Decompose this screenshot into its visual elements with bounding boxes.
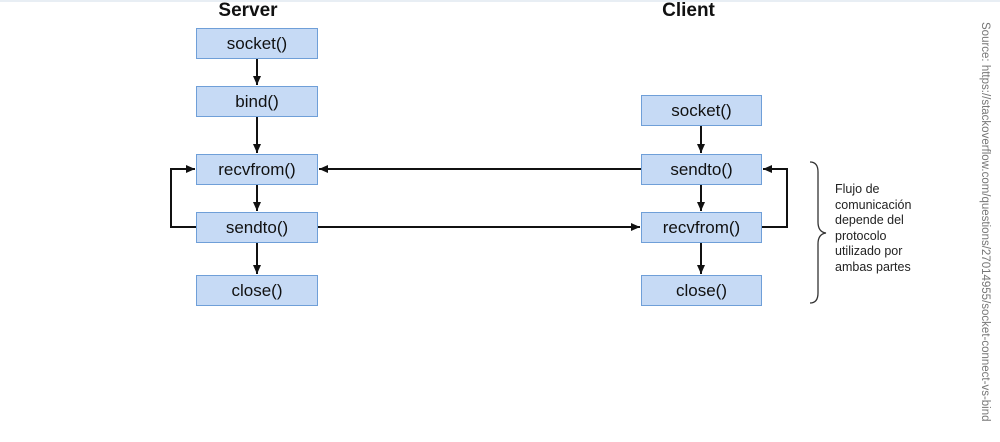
server-bind-box: bind()	[196, 86, 318, 117]
client-sendto-box: sendto()	[641, 154, 762, 185]
curly-brace	[809, 161, 827, 304]
client-recvfrom-box: recvfrom()	[641, 212, 762, 243]
note-line: comunicación	[835, 197, 912, 212]
source-citation: Source: https://stackoverflow.com/questi…	[979, 22, 991, 422]
protocol-note: Flujo de comunicación depende del protoc…	[835, 182, 945, 275]
server-sendto-box: sendto()	[196, 212, 318, 243]
note-line: Flujo de	[835, 182, 880, 196]
arrow-server-loop	[170, 165, 196, 228]
client-title: Client	[662, 0, 715, 21]
client-socket-box: socket()	[641, 95, 762, 126]
top-border-line	[0, 0, 1000, 2]
arrow-client-loop	[762, 165, 788, 228]
client-close-box: close()	[641, 275, 762, 306]
server-title: Server	[218, 0, 278, 21]
server-recvfrom-box: recvfrom()	[196, 154, 318, 185]
note-line: ambas partes	[835, 259, 911, 274]
server-socket-box: socket()	[196, 28, 318, 59]
note-line: protocolo	[835, 228, 887, 243]
server-close-box: close()	[196, 275, 318, 306]
note-line: utilizado por	[835, 244, 903, 258]
note-line: depende del	[835, 213, 904, 227]
